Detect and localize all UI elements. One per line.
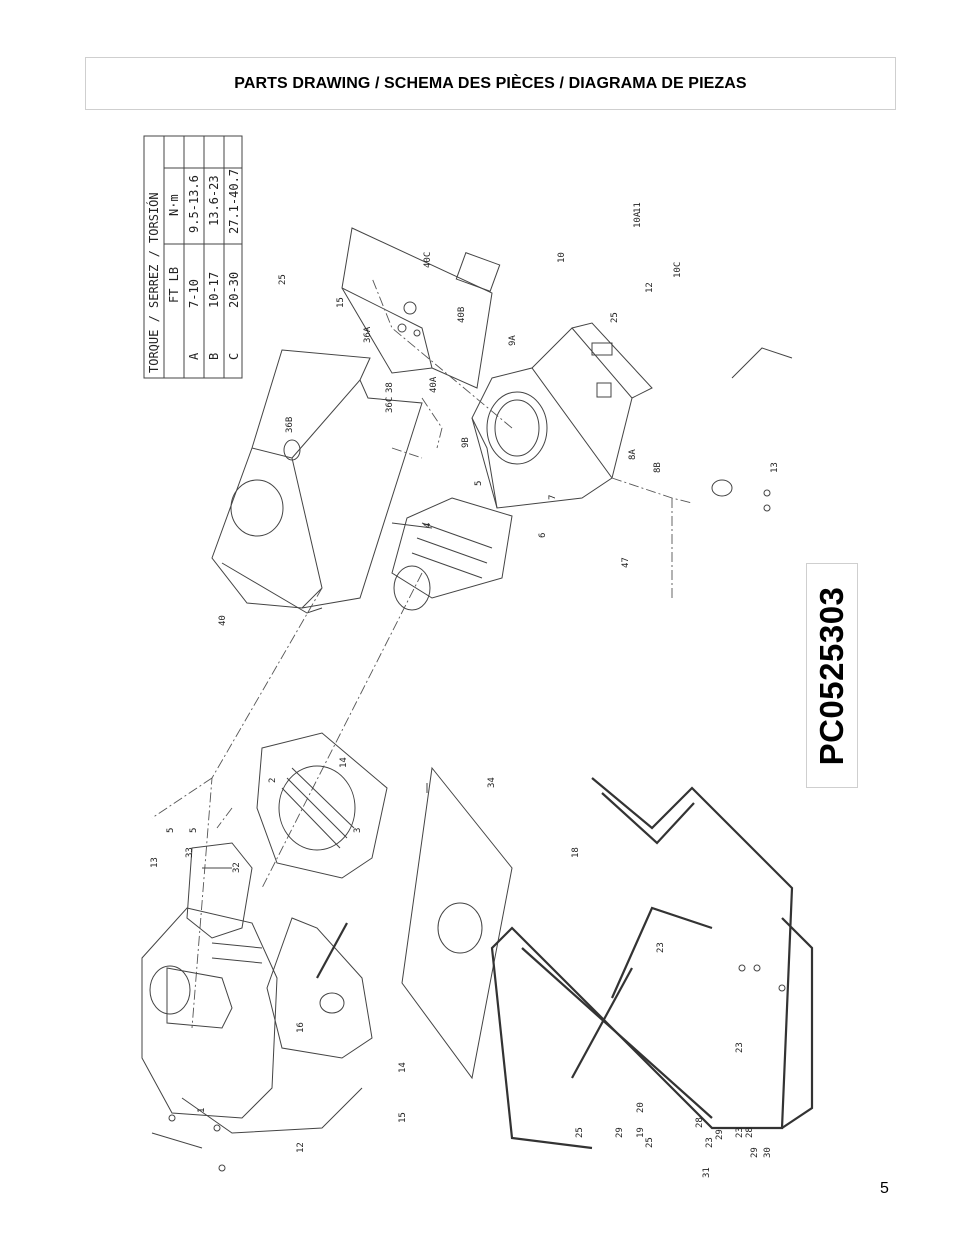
part-label: 38 [385, 382, 395, 393]
page-title: PARTS DRAWING / SCHEMA DES PIÈCES / DIAG… [234, 74, 747, 92]
torque-table-title: TORQUE / SERREZ / TORSIÓN [146, 192, 161, 373]
part-label: 9B [461, 437, 471, 448]
part-label: 25 [645, 1137, 655, 1148]
torque-col-ftlb: FT LB [167, 267, 181, 303]
torque-row-a-mark: A [187, 352, 201, 360]
part-label: 31 [702, 1167, 712, 1178]
torque-row-b-mark: B [207, 353, 221, 360]
torque-row-a-nm: 9.5-13.6 [187, 175, 201, 233]
fuel-tank-drawing [211, 349, 423, 614]
part-label: 40B [457, 307, 467, 323]
fan-housing-drawing [256, 732, 388, 879]
torque-row-c-mark: C [227, 353, 241, 360]
part-label: 40A [429, 376, 439, 393]
torque-row-c-nm: 27.1-40.7 [227, 169, 241, 234]
torque-row-b-ftlb: 10-17 [207, 272, 221, 308]
part-label: 1 [197, 1108, 207, 1113]
parts-drawing: TORQUE / SERREZ / TORSIÓN FT LB N·m A 7-… [141, 135, 814, 1178]
part-label: 28 [695, 1117, 705, 1128]
part-label: 25 [278, 274, 288, 285]
part-label: 13 [770, 462, 780, 473]
frame-drawing [490, 777, 814, 1150]
part-label: 14 [339, 757, 349, 768]
model-number-box: PC0525303 [806, 563, 858, 788]
air-cleaner-drawing [186, 842, 253, 939]
part-label: 19 [636, 1127, 646, 1138]
part-label: 6 [538, 533, 548, 538]
torque-row-a-ftlb: 7-10 [187, 279, 201, 308]
part-label: 23 [735, 1127, 745, 1138]
part-label: 40C [423, 252, 433, 268]
part-label: 13 [150, 857, 160, 868]
torque-row-b-nm: 13.6-23 [207, 175, 221, 226]
part-label: 29 [715, 1129, 725, 1140]
part-label: 47 [621, 557, 631, 568]
part-label: 23 [656, 942, 666, 953]
control-panel-drawing [341, 227, 501, 389]
part-label: 16 [296, 1022, 306, 1033]
part-label: 10 [557, 252, 567, 263]
model-number: PC0525303 [813, 586, 850, 765]
torque-col-nm: N·m [167, 194, 181, 216]
base-plate-drawing [401, 766, 513, 1080]
part-label: 5 [474, 481, 484, 486]
part-label: 20 [636, 1102, 646, 1113]
part-label: 32 [232, 862, 242, 873]
part-label: 34 [487, 777, 497, 788]
part-label: 40 [218, 615, 228, 626]
part-label: 15 [398, 1112, 408, 1123]
part-label: 25 [575, 1127, 585, 1138]
part-label: 36B [285, 417, 295, 433]
torque-row-c-ftlb: 20-30 [227, 272, 241, 308]
part-label: 5 [189, 828, 199, 833]
part-label: 15 [336, 297, 346, 308]
generator-stator-drawing [471, 322, 653, 509]
header-box: PARTS DRAWING / SCHEMA DES PIÈCES / DIAG… [85, 57, 896, 110]
part-label: 8A [628, 449, 638, 460]
part-label: 9A [508, 335, 518, 346]
part-label: 29 [750, 1147, 760, 1158]
part-label: 3 [353, 828, 363, 833]
part-label: 36C [385, 397, 395, 413]
torque-table: TORQUE / SERREZ / TORSIÓN FT LB N·m A 7-… [143, 135, 243, 379]
part-label: 7 [548, 495, 558, 500]
part-label: 23 [705, 1137, 715, 1148]
part-label: 36A [363, 326, 373, 343]
part-label: 10A [633, 211, 643, 228]
part-label: 5 [166, 828, 176, 833]
part-label: 28 [745, 1127, 755, 1138]
part-label: 18 [571, 847, 581, 858]
part-label: 14 [398, 1062, 408, 1073]
part-label: 12 [296, 1142, 306, 1153]
part-label: 23 [735, 1042, 745, 1053]
part-label: 8B [653, 462, 663, 473]
part-label: 2 [268, 778, 278, 783]
hardware-drawing [168, 347, 793, 1172]
part-label: 11 [633, 202, 643, 213]
page-number: 5 [880, 1180, 889, 1197]
rotor-drawing [391, 497, 513, 611]
part-labels: 1 2 3 4 5 5 5 6 7 8A 8B 9A 9B 10 10A 10C… [150, 202, 780, 1178]
part-label: 12 [645, 282, 655, 293]
part-label: 30 [763, 1147, 773, 1158]
part-label: 33 [185, 847, 195, 858]
part-label: 29 [615, 1127, 625, 1138]
engine-drawing [141, 907, 373, 1149]
part-label: 10C [673, 262, 683, 278]
part-label: 4 [423, 523, 433, 528]
part-label: 25 [610, 312, 620, 323]
